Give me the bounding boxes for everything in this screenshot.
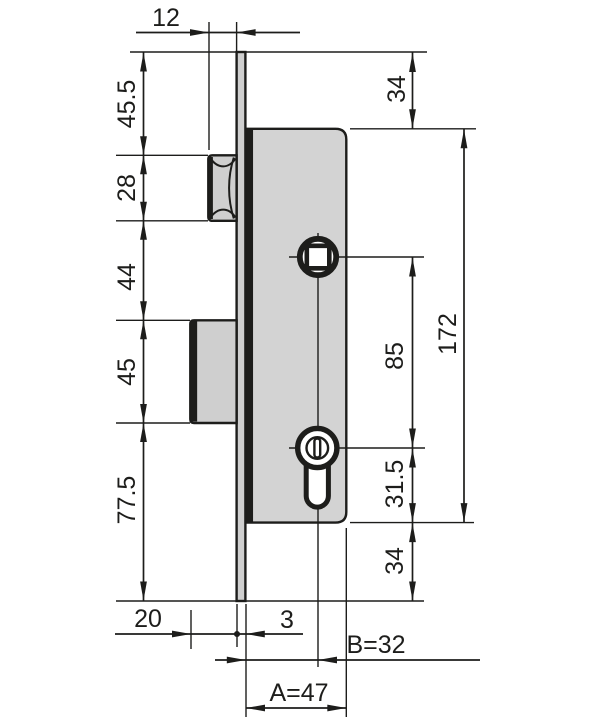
dim-body-height: 172 — [434, 128, 468, 523]
dim-top-overhang: 34 — [383, 52, 416, 129]
faceplate — [235, 50, 247, 603]
dim-label: 34 — [383, 75, 411, 103]
dim-faceplate-width: 12 — [136, 4, 300, 36]
dim-label: 20 — [134, 605, 162, 633]
deadbolt — [189, 319, 238, 425]
dim-label: 45 — [113, 358, 141, 386]
dim-label: 172 — [434, 313, 462, 355]
lock-body — [244, 127, 348, 524]
dim-label: 31.5 — [381, 460, 409, 509]
dim-label: 85 — [381, 342, 409, 370]
dim-left-chain: 45.5 28 44 45 77.5 — [113, 52, 147, 601]
dim-label: 45.5 — [113, 80, 141, 129]
dim-label: B=32 — [346, 631, 405, 659]
deadbolt-outline — [189, 319, 238, 425]
dim-label: 44 — [113, 263, 141, 291]
dim-backset: B=32 — [215, 631, 480, 664]
lock-parts — [189, 50, 425, 667]
dim-deadbolt-throw: 20 3 — [115, 605, 303, 638]
dim-body-depth: A=47 — [246, 679, 347, 712]
dim-label: A=47 — [269, 679, 328, 707]
spindle-hub — [296, 235, 340, 279]
cylinder-keyway — [313, 437, 322, 459]
dim-label: 28 — [113, 174, 141, 202]
latch-bolt — [207, 154, 238, 222]
latch-bevel-curve — [228, 157, 235, 219]
dim-right-chain: 85 31.5 34 — [381, 257, 416, 601]
cylinder-hole — [294, 425, 340, 510]
spindle-square-hole — [304, 243, 332, 271]
dim-label: 3 — [280, 606, 294, 634]
dim-label: 77.5 — [113, 476, 141, 525]
dim-label: 34 — [381, 547, 409, 575]
dim-label: 12 — [152, 4, 180, 32]
extension-lines — [116, 22, 476, 717]
